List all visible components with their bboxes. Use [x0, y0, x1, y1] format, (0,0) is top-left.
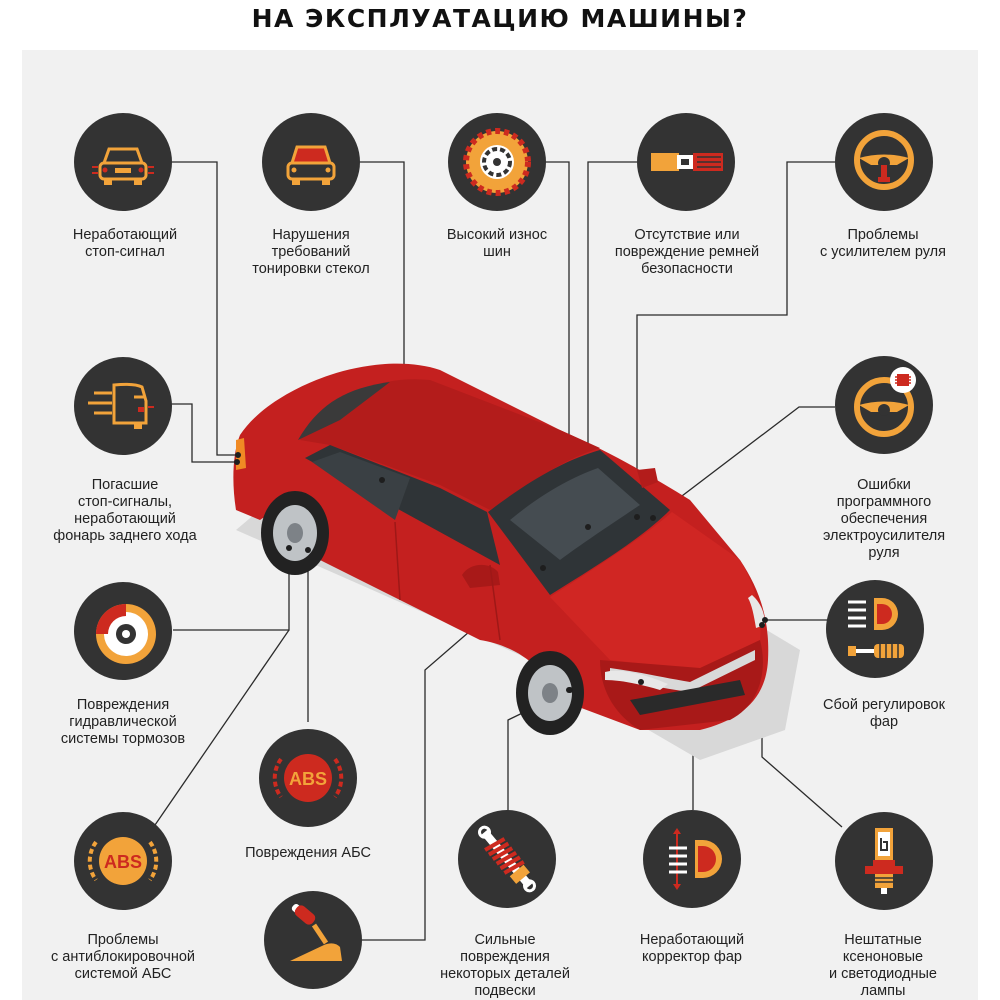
headlight-adjust-icon: [826, 580, 924, 678]
tire-icon: [448, 113, 546, 211]
car-rear-icon: [74, 113, 172, 211]
steering-chip-icon: [835, 356, 933, 454]
abs-red-text: ABS: [289, 769, 327, 789]
car-tinted-window-icon: [262, 113, 360, 211]
abs-orange-icon: ABS: [74, 812, 172, 910]
shock-absorber-icon: [458, 810, 556, 908]
brake-disc-icon: [74, 582, 172, 680]
steering-wheel-icon: [835, 113, 933, 211]
car-illustration: [233, 363, 800, 760]
label-abs-damage: Повреждения АБС: [245, 845, 371, 861]
headlight-leveler-icon: [643, 810, 741, 908]
page-title: НА ЭКСПЛУАТАЦИЮ МАШИНЫ?: [251, 4, 749, 33]
abs-orange-text: ABS: [104, 852, 142, 872]
seatbelt-icon: [637, 113, 735, 211]
brake-pedal-icon: [264, 891, 362, 989]
car-side-lights-icon: [74, 357, 172, 455]
abs-red-icon: ABS: [259, 729, 357, 827]
xenon-bulb-icon: [835, 812, 933, 910]
